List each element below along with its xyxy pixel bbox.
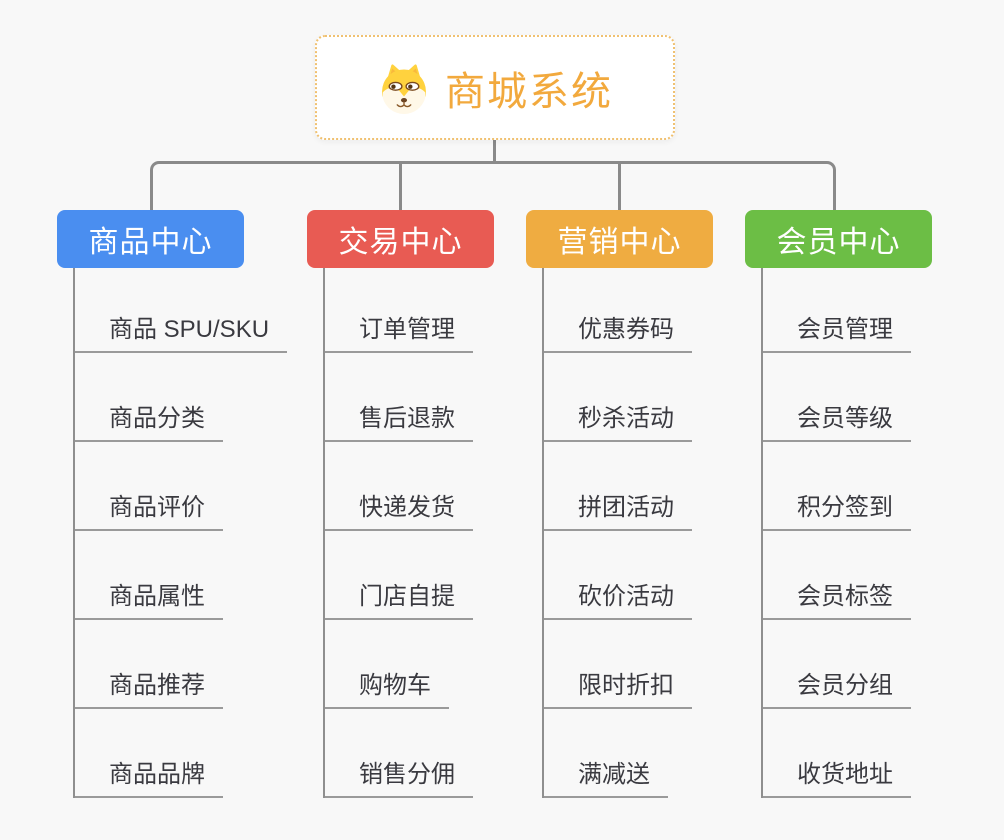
branch-label: 商品中心 <box>88 226 213 259</box>
leaf-item[interactable]: 秒杀活动 <box>544 353 692 442</box>
leaf-item[interactable]: 商品 SPU/SKU <box>75 268 288 353</box>
branch-label: 交易中心 <box>338 226 463 259</box>
leaf-item[interactable]: 商品属性 <box>75 531 223 620</box>
branch-leaf-column: 优惠券码秒杀活动拼团活动砍价活动限时折扣满减送 <box>542 268 692 798</box>
leaf-item[interactable]: 商品推荐 <box>75 620 223 709</box>
branch-node-1[interactable]: 商品中心 <box>57 210 244 268</box>
leaf-item[interactable]: 会员标签 <box>763 531 911 620</box>
branch-node-2[interactable]: 交易中心 <box>307 210 494 268</box>
branch-leaf-column: 订单管理售后退款快递发货门店自提购物车销售分佣 <box>323 268 473 798</box>
leaf-item[interactable]: 积分签到 <box>763 442 911 531</box>
leaf-item[interactable]: 优惠券码 <box>544 268 692 353</box>
leaf-item[interactable]: 收货地址 <box>763 709 911 798</box>
leaf-item[interactable]: 拼团活动 <box>544 442 692 531</box>
connector-branch-drop <box>399 163 402 210</box>
root-node[interactable]: 商城系统 <box>315 35 675 140</box>
leaf-item[interactable]: 会员等级 <box>763 353 911 442</box>
leaf-item[interactable]: 门店自提 <box>325 531 473 620</box>
dog-icon <box>382 63 426 114</box>
leaf-item[interactable]: 购物车 <box>325 620 449 709</box>
leaf-item[interactable]: 砍价活动 <box>544 531 692 620</box>
connector-bus <box>150 161 836 210</box>
leaf-item[interactable]: 商品品牌 <box>75 709 223 798</box>
branch-node-3[interactable]: 营销中心 <box>526 210 713 268</box>
leaf-item[interactable]: 快递发货 <box>325 442 473 531</box>
leaf-item[interactable]: 销售分佣 <box>325 709 473 798</box>
leaf-item[interactable]: 限时折扣 <box>544 620 692 709</box>
leaf-item[interactable]: 售后退款 <box>325 353 473 442</box>
connector-branch-drop <box>618 163 621 210</box>
branch-node-4[interactable]: 会员中心 <box>745 210 932 268</box>
leaf-item[interactable]: 商品分类 <box>75 353 223 442</box>
leaf-item[interactable]: 订单管理 <box>325 268 473 353</box>
connector-root-drop <box>493 140 496 164</box>
leaf-item[interactable]: 商品评价 <box>75 442 223 531</box>
branch-label: 会员中心 <box>776 226 901 259</box>
branch-label: 营销中心 <box>557 226 682 259</box>
root-title: 商城系统 <box>445 69 613 114</box>
branch-leaf-column: 会员管理会员等级积分签到会员标签会员分组收货地址 <box>761 268 911 798</box>
leaf-item[interactable]: 满减送 <box>544 709 668 798</box>
leaf-item[interactable]: 会员管理 <box>763 268 911 353</box>
leaf-item[interactable]: 会员分组 <box>763 620 911 709</box>
